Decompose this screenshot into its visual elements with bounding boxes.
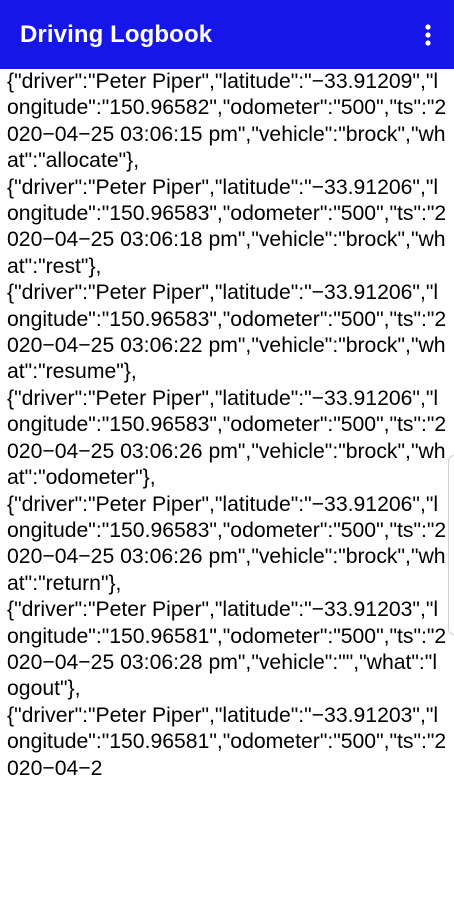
app-title: Driving Logbook <box>20 21 213 48</box>
app-bar: Driving Logbook <box>0 0 454 69</box>
scroll-handle[interactable] <box>448 455 454 635</box>
log-text: {"driver":"Peter Piper","latitude":"−33.… <box>7 70 447 780</box>
overflow-menu-button[interactable] <box>412 18 444 52</box>
log-content[interactable]: {"driver":"Peter Piper","latitude":"−33.… <box>0 69 454 900</box>
more-vert-icon <box>425 24 431 46</box>
